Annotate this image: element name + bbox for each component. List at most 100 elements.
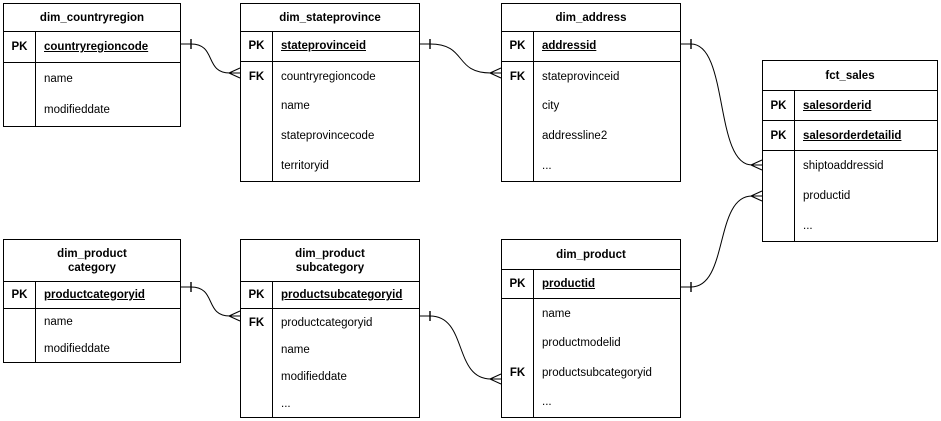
field-row[interactable]: addressid [534,32,680,61]
field-row[interactable]: modifieddate [36,95,180,126]
entity-title-dim_address: dim_address [502,4,680,32]
field-group: countryregioncode name stateprovincecode te… [273,62,419,181]
entity-title-dim_countryregion: dim_countryregion [4,4,180,32]
relationship-countryregion-to-stateprovince[interactable]: dim_countryregion.countryregioncode -> d… [181,39,241,79]
field-label: name [281,100,310,113]
field-row[interactable]: productsubcategoryid [534,358,680,387]
key-badge-pk: PK [770,99,787,112]
key-badge-empty [4,95,35,126]
field-row[interactable]: ... [273,390,419,417]
relationship-stateprovince-to-address[interactable]: dim_stateprovince.stateprovinceid -> dim… [420,39,502,79]
entity-title-dim_productsubcategory: dim_product subcategory [241,240,419,282]
field-row[interactable]: shiptoaddressid [795,151,937,181]
key-group: FK [502,299,533,417]
key-badge-pk: PK [11,288,28,301]
entity-title-fct_sales: fct_sales [763,61,937,91]
field-row[interactable]: stateprovinceid [534,62,680,92]
field-column-fct_sales: salesorderid salesorderdetailid shiptoaddr… [795,91,937,241]
entity-body-dim_productcategory: PK productcategoryid name modifieddate [4,282,180,362]
key-badge-empty [241,336,272,363]
field-row[interactable]: name [36,309,180,336]
key-badge-empty [502,299,533,328]
key-group: PK [241,282,272,309]
field-label: territoryid [281,160,329,173]
field-row[interactable]: countryregioncode [273,62,419,92]
field-group: stateprovinceid [273,32,419,62]
field-row[interactable]: ... [534,388,680,417]
field-label: modifieddate [44,104,110,117]
field-row[interactable]: stateprovincecode [273,121,419,151]
field-row[interactable]: modifieddate [273,363,419,390]
field-label: productsubcategoryid [542,366,652,379]
field-label: addressline2 [542,130,608,143]
field-row[interactable]: countryregioncode [36,32,180,62]
field-row[interactable]: stateprovinceid [273,32,419,61]
field-row[interactable]: productcategoryid [36,282,180,308]
field-label: productcategoryid [281,316,373,329]
field-row[interactable]: name [273,92,419,122]
field-label: shiptoaddressid [803,160,884,172]
field-label: countryregioncode [44,41,149,54]
field-group: productid [534,270,680,300]
field-group: productcategoryid name modifieddate... [273,309,419,417]
field-row[interactable]: productcategoryid [273,309,419,336]
cardinality-many-marker [228,310,241,322]
key-group: FK [241,62,272,181]
field-label: stateprovincecode [281,130,375,143]
field-group: addressid [534,32,680,62]
field-row[interactable]: name [36,63,180,94]
field-label: name [44,315,73,328]
field-row[interactable]: productid [534,270,680,298]
key-badge-empty [502,329,533,358]
field-row[interactable]: productsubcategoryid [273,282,419,308]
key-badge-empty [502,121,533,151]
field-row[interactable]: salesorderdetailid [795,121,937,150]
field-row[interactable]: salesorderid [795,91,937,120]
key-badge-fk: FK [509,366,526,379]
entity-title-dim_stateprovince: dim_stateprovince [241,4,419,32]
field-label: name [281,343,310,356]
key-badge-fk: FK [248,70,265,83]
field-group: productcategoryid [36,282,180,309]
entity-body-dim_stateprovince: PK FK stateprovinceid countryregioncode name… [241,32,419,181]
field-label: productid [542,278,596,291]
cardinality-many-marker [750,190,763,202]
field-row[interactable]: ... [534,151,680,181]
field-label: salesorderdetailid [803,129,902,142]
relationship-subcategory-to-product[interactable]: dim_productsubcategory.productsubcategor… [420,311,502,385]
key-badge-pk: PK [509,40,526,53]
key-column-dim_stateprovince: PK FK [241,32,273,181]
key-badge-empty [502,388,533,417]
field-group: name modifieddate [36,309,180,362]
field-label: countryregioncode [281,70,376,83]
field-row[interactable]: productid [795,181,937,211]
relationship-product-to-fctsales[interactable]: dim_product.productid -> fct_sales.produ… [681,190,763,292]
field-group: name modifieddate [36,63,180,126]
relationship-productcategory-to-subcategory[interactable]: dim_productcategory.productcategoryid ->… [181,282,241,322]
field-row[interactable]: name [534,299,680,328]
field-row[interactable]: city [534,92,680,122]
field-row[interactable]: name [273,336,419,363]
field-label: name [542,308,571,321]
field-row[interactable]: productmodelid [534,329,680,358]
field-row[interactable]: modifieddate [36,335,180,362]
field-row[interactable]: ... [795,211,937,241]
relationship-address-to-fctsales[interactable]: dim_address.addressid -> fct_sales.shipt… [681,39,763,171]
field-row[interactable]: territoryid [273,151,419,181]
key-badge-pk: PK [248,40,265,53]
field-column-dim_productsubcategory: productsubcategoryid productcategoryid nam… [273,282,419,417]
key-group [4,309,35,362]
field-label: ... [803,220,813,232]
field-row[interactable]: addressline2 [534,121,680,151]
